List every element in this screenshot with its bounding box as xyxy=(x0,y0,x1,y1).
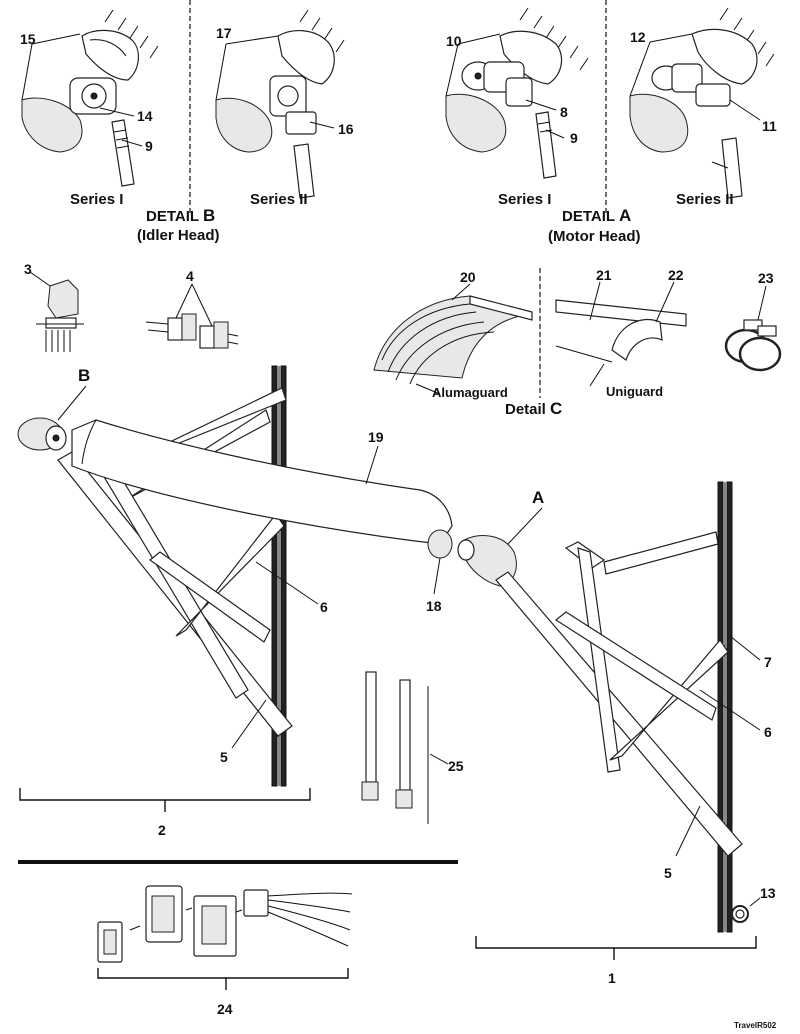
callout-19: 19 xyxy=(368,429,384,445)
callout-1: 1 xyxy=(608,970,616,986)
callout-b: B xyxy=(78,366,90,385)
part-4-brackets xyxy=(145,283,239,349)
part-24-switch-kit xyxy=(97,885,353,963)
detail-b-title: DETAIL B xyxy=(146,206,215,225)
callout-6-left: 6 xyxy=(320,599,328,615)
callout-25: 25 xyxy=(448,758,464,774)
callout-15: 15 xyxy=(20,31,36,47)
callout-3: 3 xyxy=(24,261,32,277)
detail-b-series-1-drawing xyxy=(21,9,159,187)
callout-20: 20 xyxy=(460,269,476,285)
callout-8: 8 xyxy=(560,104,568,120)
detail-b-series-2-label: Series II xyxy=(250,191,308,208)
callout-11: 11 xyxy=(762,118,777,134)
callout-13: 13 xyxy=(760,885,776,901)
callout-2: 2 xyxy=(158,822,166,838)
callout-16: 16 xyxy=(338,121,354,137)
part-3-bracket xyxy=(29,271,84,352)
detail-b-series-1-label: Series I xyxy=(70,191,123,208)
bracket-1 xyxy=(475,936,757,949)
callout-7: 7 xyxy=(764,654,772,670)
callout-5-right: 5 xyxy=(664,865,672,881)
callout-6-right: 6 xyxy=(764,724,772,740)
detail-a-subtitle: (Motor Head) xyxy=(548,228,641,245)
drawing-code: TravelR502 xyxy=(734,1021,777,1030)
detail-b-series-2-drawing xyxy=(215,9,345,199)
detail-a-series-2-drawing xyxy=(629,7,775,199)
callout-18: 18 xyxy=(426,598,442,614)
detail-c-alumaguard-drawing xyxy=(373,283,533,395)
callout-a: A xyxy=(532,488,544,507)
detail-c-title: Detail C xyxy=(505,399,562,418)
detail-b-subtitle: (Idler Head) xyxy=(137,227,220,244)
callout-5-left: 5 xyxy=(220,749,228,765)
callout-14: 14 xyxy=(137,108,153,124)
callout-17: 17 xyxy=(216,25,232,41)
detail-c-uniguard-drawing xyxy=(555,281,687,387)
part-25-rail-pieces xyxy=(361,671,449,824)
callout-4: 4 xyxy=(186,268,194,284)
detail-a-series-1-label: Series I xyxy=(498,191,551,208)
bracket-2 xyxy=(19,788,311,801)
detail-c-alumaguard-label: Alumaguard xyxy=(432,385,508,400)
detail-a-series-1-drawing xyxy=(445,7,589,179)
detail-a-title: DETAIL A xyxy=(562,206,631,225)
callout-12: 12 xyxy=(630,29,646,45)
callout-22: 22 xyxy=(668,267,684,283)
detail-c-uniguard-label: Uniguard xyxy=(606,384,663,399)
callout-21: 21 xyxy=(596,267,612,283)
part-23-hose-clamps xyxy=(724,285,782,372)
right-arm-assembly-drawing xyxy=(457,481,761,933)
callout-10: 10 xyxy=(446,33,462,49)
callout-9-b: 9 xyxy=(145,138,153,154)
detail-a-series-2-label: Series II xyxy=(676,191,734,208)
bracket-24 xyxy=(97,968,349,979)
callout-24: 24 xyxy=(217,1001,233,1017)
callout-23: 23 xyxy=(758,270,774,286)
callout-9-a: 9 xyxy=(570,130,578,146)
left-arm-assembly-drawing xyxy=(17,365,453,787)
